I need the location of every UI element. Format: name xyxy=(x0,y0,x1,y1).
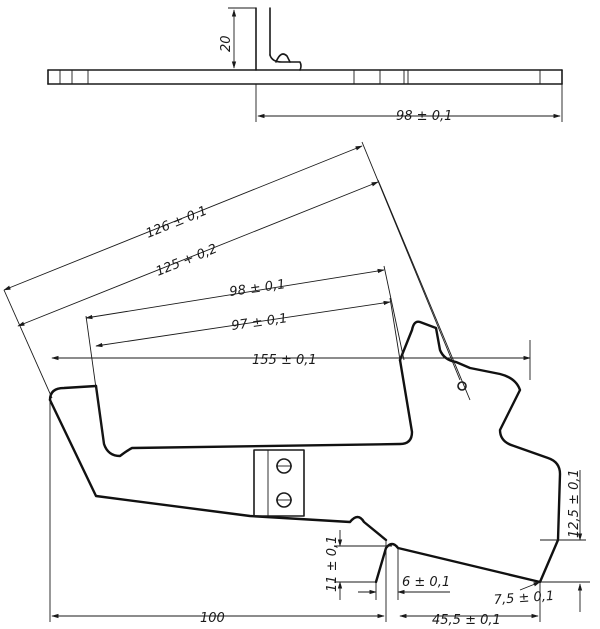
top-view-part xyxy=(47,7,563,85)
dim-45-5: 45,5 ± 0,1 xyxy=(399,582,541,628)
dim-length-98: 98 ± 0,1 xyxy=(255,84,563,124)
dim-98-main: 98 ± 0,1 xyxy=(85,265,405,447)
dim-height-20: 20 xyxy=(219,7,256,71)
hinge-bracket xyxy=(253,449,305,517)
pivot-hole xyxy=(457,381,467,391)
top-view: 20 98 ± 0,1 xyxy=(47,7,563,124)
dim-7-5-label: 7,5 ± 0,1 xyxy=(493,589,554,608)
dim-45-5-label: 45,5 ± 0,1 xyxy=(432,613,501,628)
dim-height-20-label: 20 xyxy=(219,35,234,52)
dim-12-5-label: 12,5 ± 0,1 xyxy=(567,469,582,538)
dim-155: 155 ± 0,1 xyxy=(51,340,531,380)
dim-100-label: 100 xyxy=(200,611,225,626)
dim-7-5: 7,5 ± 0,1 xyxy=(493,581,555,608)
dim-126-label: 126 ± 0,1 xyxy=(144,204,210,242)
main-view: 126 ± 0,1 125 + 0,2 98 ± 0,1 97 ± 0,1 15… xyxy=(3,141,590,628)
dim-98-main-label: 98 ± 0,1 xyxy=(228,277,286,300)
dim-100: 100 xyxy=(49,400,387,626)
dim-6: 6 ± 0,1 xyxy=(358,548,450,600)
dim-125-label: 125 + 0,2 xyxy=(154,242,220,280)
dim-126: 126 ± 0,1 xyxy=(3,141,461,399)
dim-97-label: 97 ± 0,1 xyxy=(230,311,288,334)
main-view-part-outline xyxy=(48,320,562,584)
dim-11: 11 ± 0,1 xyxy=(325,530,392,600)
dim-length-98-label: 98 ± 0,1 xyxy=(396,109,452,124)
dim-97: 97 ± 0,1 xyxy=(95,297,401,361)
dim-11-label: 11 ± 0,1 xyxy=(325,536,340,592)
dim-155-label: 155 ± 0,1 xyxy=(252,353,317,368)
dim-12-5: 12,5 ± 0,1 xyxy=(540,469,590,612)
dim-6-label: 6 ± 0,1 xyxy=(402,575,450,590)
